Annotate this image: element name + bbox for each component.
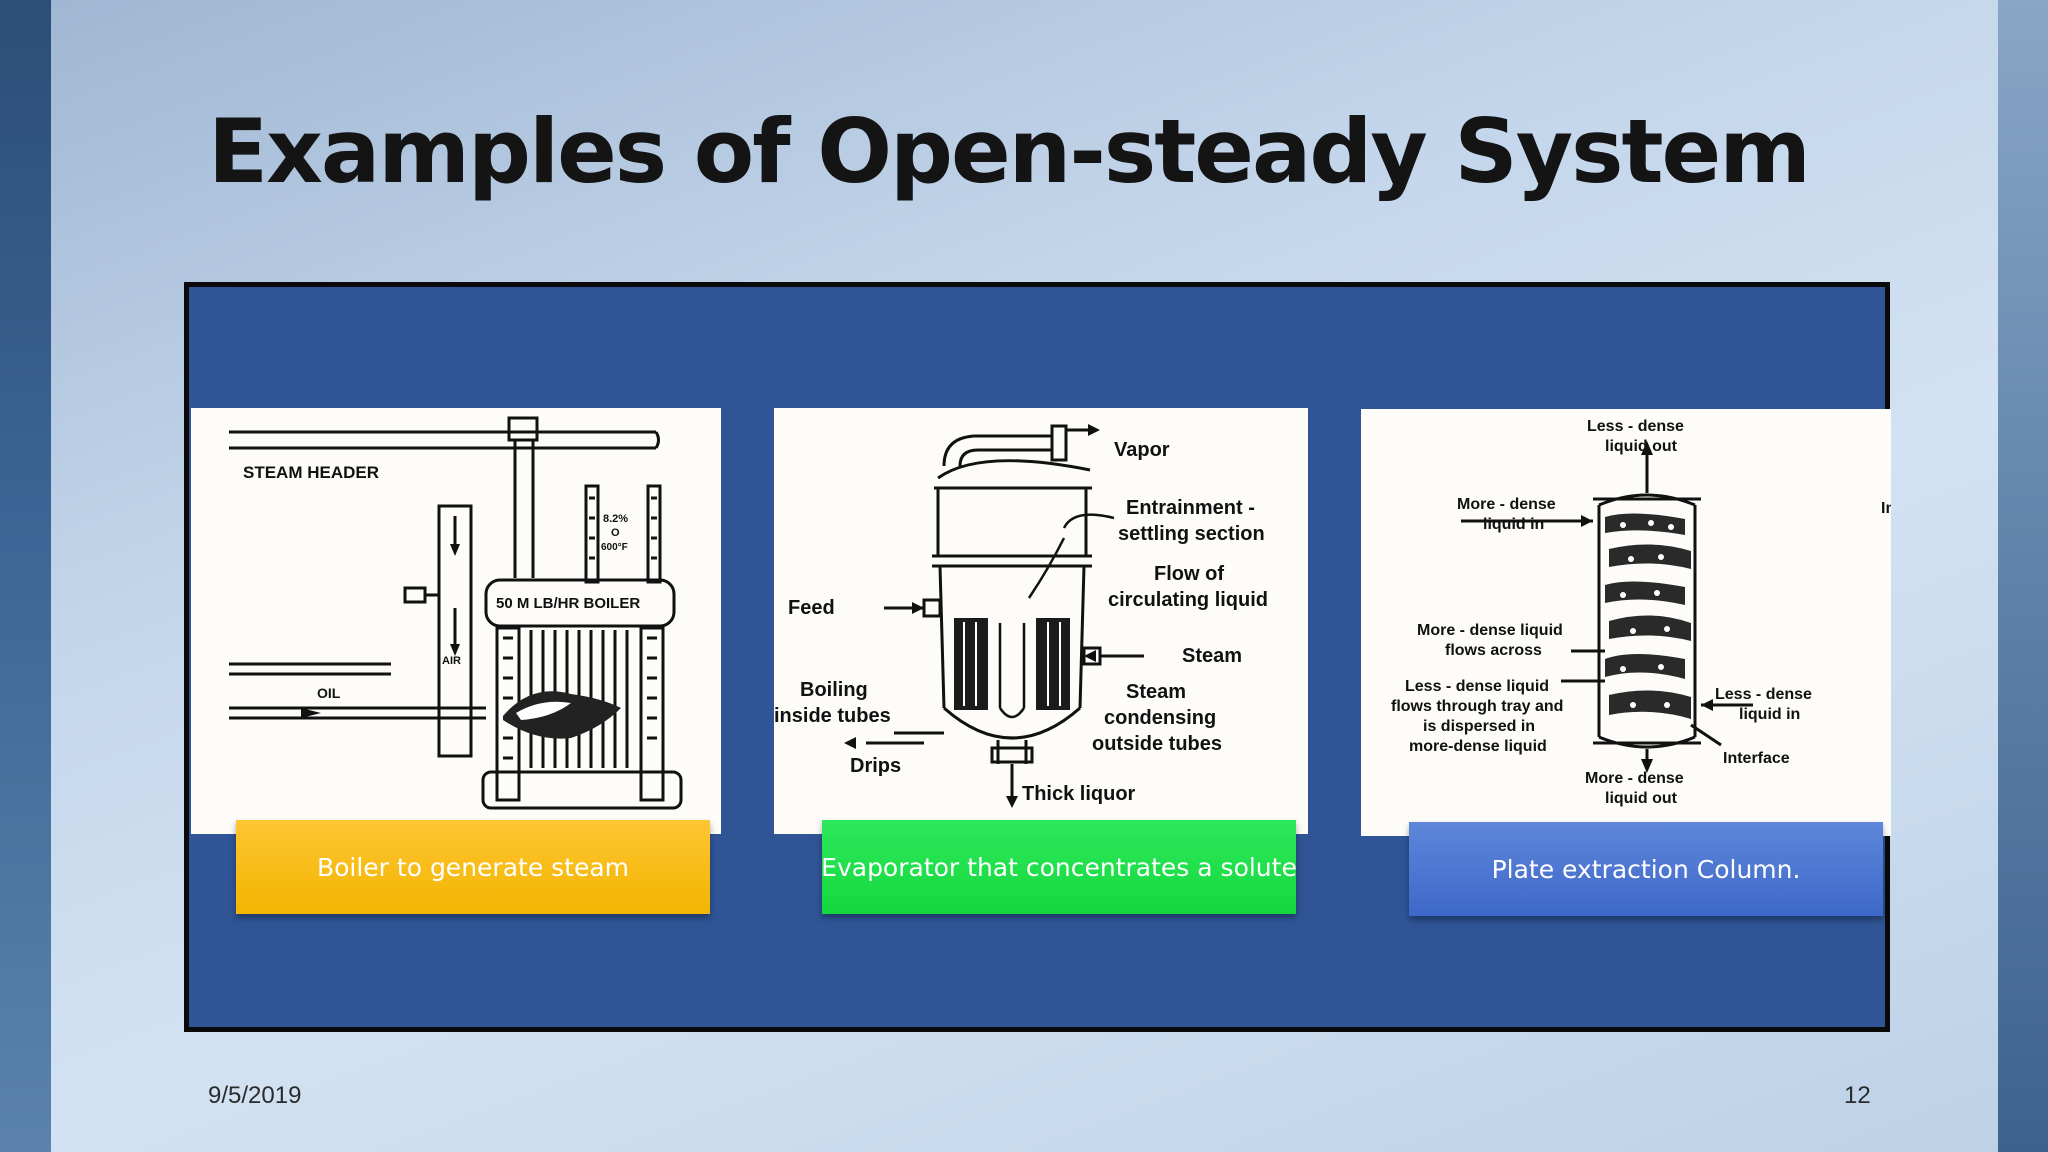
column-label-top-out-1: Less - dense [1587, 418, 1684, 435]
boiler-label-stack-pct: 8.2% [603, 513, 628, 525]
column-label-bottom-out-1: More - dense [1585, 770, 1684, 787]
column-label-across-2: flows across [1445, 642, 1542, 659]
extraction-column-diagram: Less - dense liquid out More - dense liq… [1361, 409, 1891, 836]
column-label-dispersed-2: flows through tray and [1391, 698, 1563, 715]
column-label-dense-in-1: More - dense [1457, 496, 1556, 513]
column-label-across-1: More - dense liquid [1417, 622, 1563, 639]
boiler-label-boiler: 50 M LB/HR BOILER [496, 595, 640, 612]
column-label-dispersed-4: more-dense liquid [1409, 738, 1547, 755]
column-label-light-in-2: liquid in [1739, 706, 1800, 723]
boiler-label-stack-o2: O [611, 527, 620, 539]
left-decor-bar [0, 0, 51, 1152]
column-label-bottom-out-2: liquid out [1605, 790, 1678, 807]
evap-label-flow-1: Flow of [1154, 563, 1224, 585]
evap-label-feed: Feed [788, 597, 835, 619]
slide-title: Examples of Open-steady System [208, 100, 1811, 203]
boiler-diagram: STEAM HEADER 50 M LB/HR BOILER OIL AIR 8… [191, 408, 721, 834]
evap-label-boiling-1: Boiling [800, 679, 868, 701]
evap-label-entrainment-2: settling section [1118, 523, 1265, 545]
evap-label-condensing-3: outside tubes [1092, 733, 1222, 755]
boiler-label-air: AIR [442, 655, 461, 667]
column-label-light-in-1: Less - dense [1715, 686, 1812, 703]
evap-label-thick-liquor: Thick liquor [1022, 783, 1136, 805]
evap-label-vapor: Vapor [1114, 439, 1170, 461]
column-label-top-out-2: liquid out [1605, 438, 1678, 455]
evap-label-flow-2: circulating liquid [1108, 589, 1268, 611]
column-label-dense-in-2: liquid in [1483, 516, 1544, 533]
column-label-dispersed-1: Less - dense liquid [1405, 678, 1549, 695]
right-decor-bar [1998, 0, 2048, 1152]
boiler-label-oil: OIL [317, 685, 341, 701]
caption-boiler: Boiler to generate steam [236, 820, 710, 914]
evap-label-boiling-2: inside tubes [774, 705, 891, 727]
evap-label-entrainment-1: Entrainment - [1126, 497, 1255, 519]
slide-page-number: 12 [1844, 1082, 1871, 1109]
evap-label-drips: Drips [850, 755, 901, 777]
caption-extraction-column: Plate extraction Column. [1409, 822, 1883, 916]
slide-date: 9/5/2019 [208, 1082, 302, 1109]
column-label-interface: Interface [1723, 750, 1790, 767]
evap-label-steam: Steam [1182, 645, 1242, 667]
column-label-edge: In [1881, 500, 1891, 517]
column-label-dispersed-3: is dispersed in [1423, 718, 1535, 735]
evaporator-diagram: Vapor Entrainment - settling section Flo… [774, 408, 1308, 834]
boiler-label-stack-temp: 600°F [601, 542, 628, 553]
evap-label-condensing-1: Steam [1126, 681, 1186, 703]
boiler-label-steam-header: STEAM HEADER [243, 463, 379, 482]
caption-evaporator: Evaporator that concentrates a solute [821, 820, 1297, 914]
evap-label-condensing-2: condensing [1104, 707, 1216, 729]
